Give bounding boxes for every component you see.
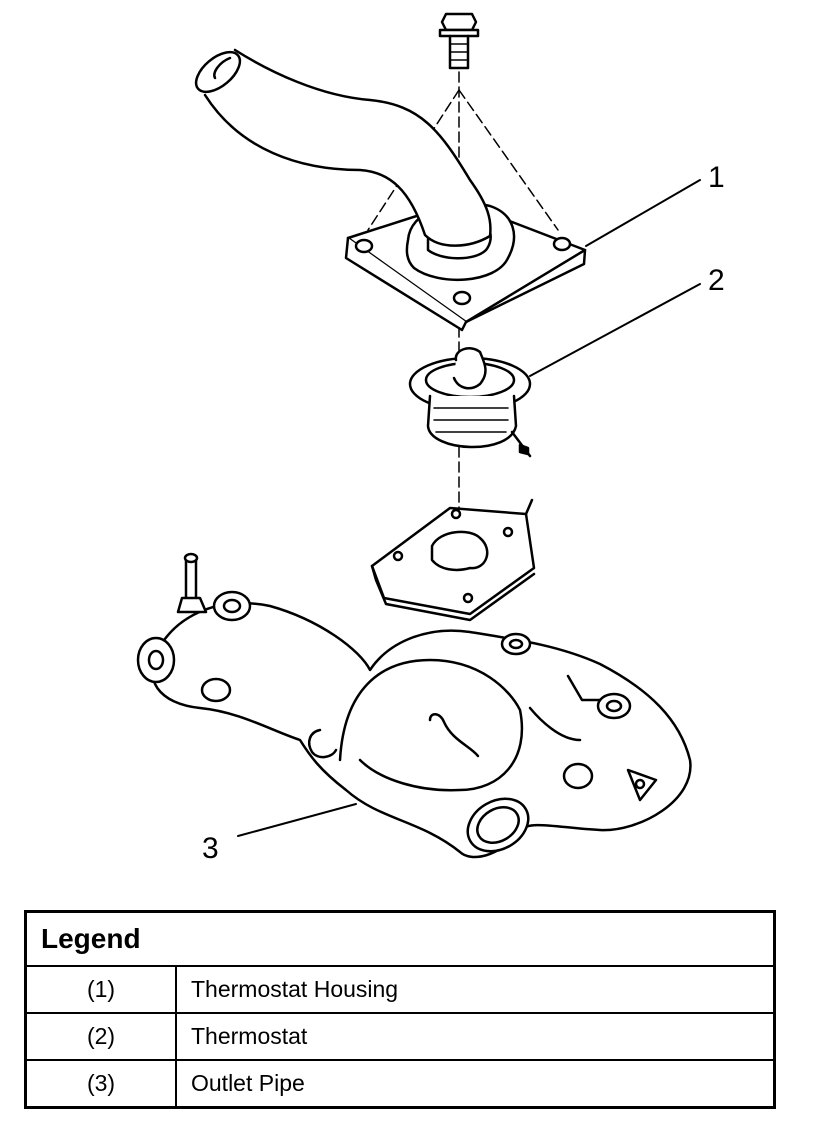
callout-2: 2	[708, 264, 725, 297]
housing-pipe	[194, 48, 492, 247]
exploded-view-diagram	[136, 12, 701, 859]
legend-description: Thermostat	[175, 1012, 776, 1061]
legend-title: Legend	[24, 910, 776, 967]
legend-number: (3)	[24, 1059, 177, 1109]
legend-row: (1) Thermostat Housing	[24, 965, 776, 1014]
legend-number: (2)	[24, 1012, 177, 1061]
leader-lines	[237, 179, 701, 837]
legend-table: Legend (1) Thermostat Housing (2) Thermo…	[24, 910, 776, 1109]
outlet-pipe	[136, 552, 692, 859]
legend-description: Thermostat Housing	[175, 965, 776, 1014]
gasket	[370, 498, 536, 622]
legend-row: (3) Outlet Pipe	[24, 1059, 776, 1109]
legend-header-row: Legend	[24, 910, 776, 967]
legend-description: Outlet Pipe	[175, 1059, 776, 1109]
bolt	[438, 12, 480, 70]
callout-1: 1	[708, 161, 725, 194]
legend-number: (1)	[24, 965, 177, 1014]
thermostat	[408, 347, 532, 458]
legend-row: (2) Thermostat	[24, 1012, 776, 1061]
callout-3: 3	[202, 832, 219, 865]
